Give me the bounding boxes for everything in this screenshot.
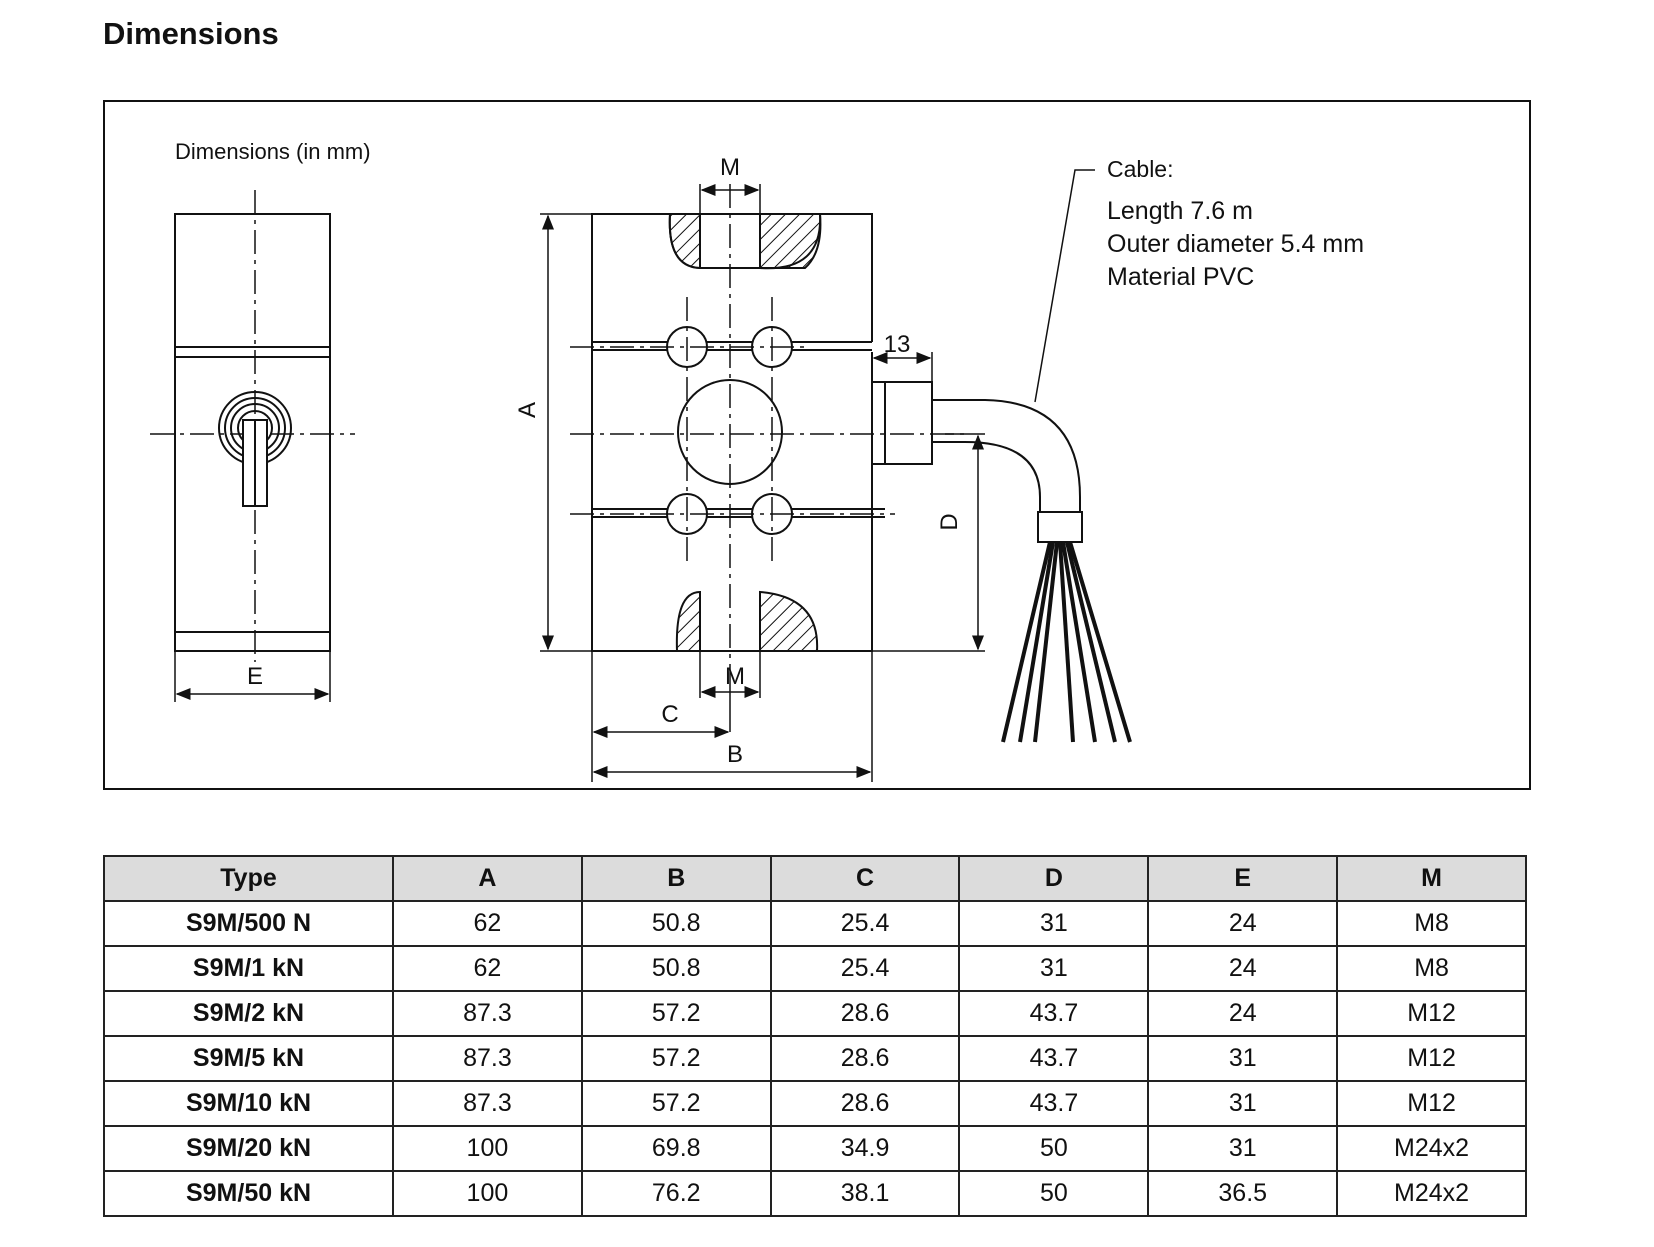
table-row: S9M/1 kN 62 50.8 25.4 31 24 M8 [103,945,1527,992]
table-cell: 50 [958,1125,1150,1172]
table-cell: 100 [392,1170,583,1217]
dim-label-b: B [727,741,743,768]
table-cell: 28.6 [769,990,961,1037]
front-view [540,169,1132,782]
table-cell: 87.3 [392,1080,583,1127]
table-cell: 31 [1147,1080,1339,1127]
table-cell: 34.9 [769,1125,961,1172]
table-header-row: Type A B C D E M [103,855,1527,902]
table-cell: 69.8 [580,1125,772,1172]
header-a: A [392,855,583,902]
units-label: Dimensions (in mm) [175,139,371,164]
table-cell: 76.2 [580,1170,772,1217]
table-cell: 31 [958,945,1150,992]
header-type: Type [103,855,394,902]
table-cell: 31 [1147,1125,1339,1172]
table-cell: 43.7 [958,1035,1150,1082]
cable-heading: Cable: [1107,156,1173,182]
table-cell: M8 [1336,945,1527,992]
header-d: D [958,855,1150,902]
table-cell: 62 [392,900,583,947]
table-cell: 31 [1147,1035,1339,1082]
table-cell: 38.1 [769,1170,961,1217]
table-cell: 28.6 [769,1080,961,1127]
table-cell: M8 [1336,900,1527,947]
cable-diameter: Outer diameter 5.4 mm [1107,230,1364,258]
table-cell: 31 [958,900,1150,947]
table-cell: 43.7 [958,990,1150,1037]
table-cell: M12 [1336,990,1527,1037]
type-cell: S9M/500 N [103,900,394,947]
table-row: S9M/10 kN 87.3 57.2 28.6 43.7 31 M12 [103,1080,1527,1127]
table-cell: 87.3 [392,990,583,1037]
table-cell: 24 [1147,900,1339,947]
technical-drawing-svg: Dimensions (in mm) E [150,139,1364,782]
header-e: E [1147,855,1339,902]
dim-label-m-bottom: M [725,663,745,690]
cable-length: Length 7.6 m [1107,197,1253,225]
table-cell: 57.2 [580,990,772,1037]
dim-label-a: A [514,402,541,418]
dim-label-m-top: M [720,154,740,181]
header-m: M [1336,855,1527,902]
table-cell: 50.8 [580,900,772,947]
dim-label-13: 13 [884,331,911,358]
table-cell: 28.6 [769,1035,961,1082]
table-cell: 43.7 [958,1080,1150,1127]
table-cell: 25.4 [769,900,961,947]
table-cell: M12 [1336,1080,1527,1127]
dim-label-d: D [936,513,963,530]
type-cell: S9M/1 kN [103,945,394,992]
table-cell: M12 [1336,1035,1527,1082]
table-row: S9M/50 kN 100 76.2 38.1 50 36.5 M24x2 [103,1170,1527,1217]
table-cell: M24x2 [1336,1170,1527,1217]
table-cell: 50 [958,1170,1150,1217]
type-cell: S9M/10 kN [103,1080,394,1127]
table-cell: 25.4 [769,945,961,992]
header-c: C [769,855,961,902]
table-cell: 50.8 [580,945,772,992]
side-view [150,190,355,702]
table-row: S9M/20 kN 100 69.8 34.9 50 31 M24x2 [103,1125,1527,1172]
type-cell: S9M/2 kN [103,990,394,1037]
table-cell: M24x2 [1336,1125,1527,1172]
table-cell: 62 [392,945,583,992]
table-cell: 24 [1147,990,1339,1037]
page-title: Dimensions [103,16,279,51]
dimensions-table: Type A B C D E M S9M/500 N 62 50.8 25.4 … [103,855,1527,1217]
type-cell: S9M/20 kN [103,1125,394,1172]
cable-material: Material PVC [1107,263,1254,291]
type-cell: S9M/50 kN [103,1170,394,1217]
dim-label-e: E [247,663,263,690]
table-row: S9M/2 kN 87.3 57.2 28.6 43.7 24 M12 [103,990,1527,1037]
table-cell: 36.5 [1147,1170,1339,1217]
table-cell: 57.2 [580,1035,772,1082]
header-b: B [580,855,772,902]
table-row: S9M/500 N 62 50.8 25.4 31 24 M8 [103,900,1527,947]
table-cell: 87.3 [392,1035,583,1082]
dim-label-c: C [661,701,678,728]
table-cell: 57.2 [580,1080,772,1127]
table-cell: 100 [392,1125,583,1172]
table-row: S9M/5 kN 87.3 57.2 28.6 43.7 31 M12 [103,1035,1527,1082]
type-cell: S9M/5 kN [103,1035,394,1082]
table-cell: 24 [1147,945,1339,992]
dimension-drawing: Dimensions (in mm) E [103,100,1531,790]
